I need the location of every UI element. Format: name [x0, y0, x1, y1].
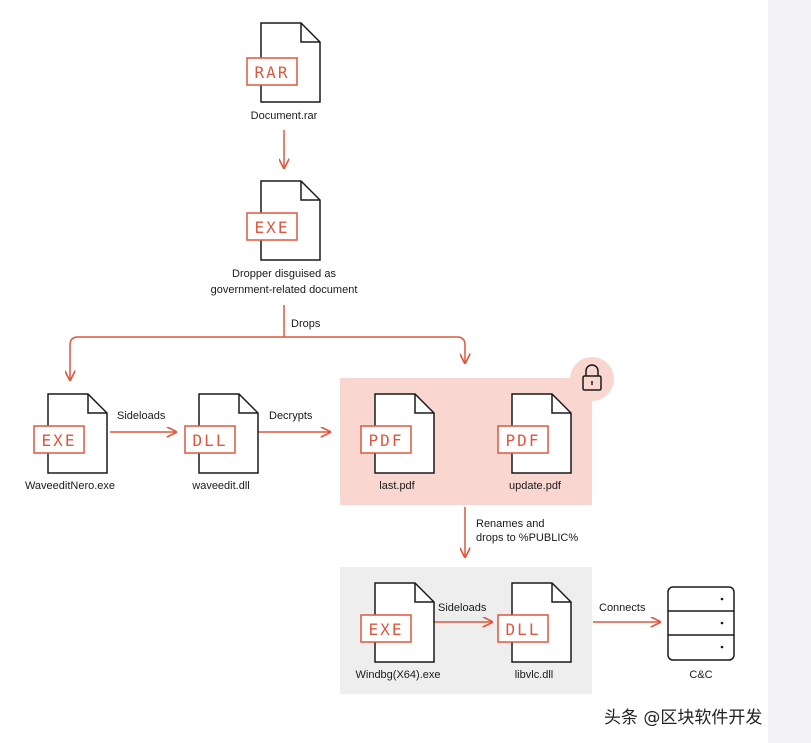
right-margin-strip	[768, 0, 811, 743]
waveeditnero-name: WaveeditNero.exe	[24, 480, 116, 492]
lock-icon	[582, 364, 602, 391]
cnc-name: C&C	[689, 669, 713, 681]
dropper-name-line1: Dropper disguised as	[232, 268, 336, 280]
edge-label-drops: Drops	[291, 318, 321, 330]
edge-label-renames-line1: Renames and	[476, 518, 545, 530]
waveedit-dll-name: waveedit.dll	[192, 480, 250, 492]
exe-file-icon-waveeditnero: EXE	[33, 393, 108, 474]
dll-file-icon-waveedit: DLL	[184, 393, 259, 474]
last-pdf-ext-label: PDF	[369, 431, 404, 450]
last-pdf-name: last.pdf	[379, 480, 415, 492]
libvlc-name: libvlc.dll	[514, 669, 554, 681]
pdf-file-icon-update: PDF	[497, 393, 572, 474]
update-pdf-ext-label: PDF	[506, 431, 541, 450]
windbg-ext-label: EXE	[369, 620, 404, 639]
waveedit-dll-ext-label: DLL	[193, 431, 228, 450]
edge-drops-left	[70, 336, 284, 380]
edge-label-sideloads-1: Sideloads	[117, 410, 166, 422]
dll-file-icon-libvlc: DLL	[497, 582, 572, 663]
archive-name: Document.rar	[250, 110, 318, 122]
edge-label-renames-line2: drops to %PUBLIC%	[476, 532, 579, 544]
edge-label-connects: Connects	[599, 602, 646, 614]
libvlc-ext-label: DLL	[506, 620, 541, 639]
pdf-file-icon-last: PDF	[360, 393, 435, 474]
dropper-ext-label: EXE	[255, 218, 290, 237]
edge-drops-right	[284, 336, 465, 363]
dropper-name-line2: government-related document	[210, 284, 358, 296]
exe-file-icon-dropper: EXE	[246, 180, 321, 261]
edge-label-decrypts: Decrypts	[269, 410, 313, 422]
server-icon	[667, 586, 735, 661]
rar-ext-label: RAR	[255, 63, 290, 82]
rar-file-icon: RAR	[246, 22, 321, 103]
update-pdf-name: update.pdf	[509, 480, 561, 492]
windbg-name: Windbg(X64).exe	[355, 669, 441, 681]
watermark-text: 头条 @区块软件开发	[604, 708, 763, 728]
edge-label-sideloads-2: Sideloads	[438, 602, 487, 614]
waveeditnero-ext-label: EXE	[42, 431, 77, 450]
exe-file-icon-windbg: EXE	[360, 582, 435, 663]
